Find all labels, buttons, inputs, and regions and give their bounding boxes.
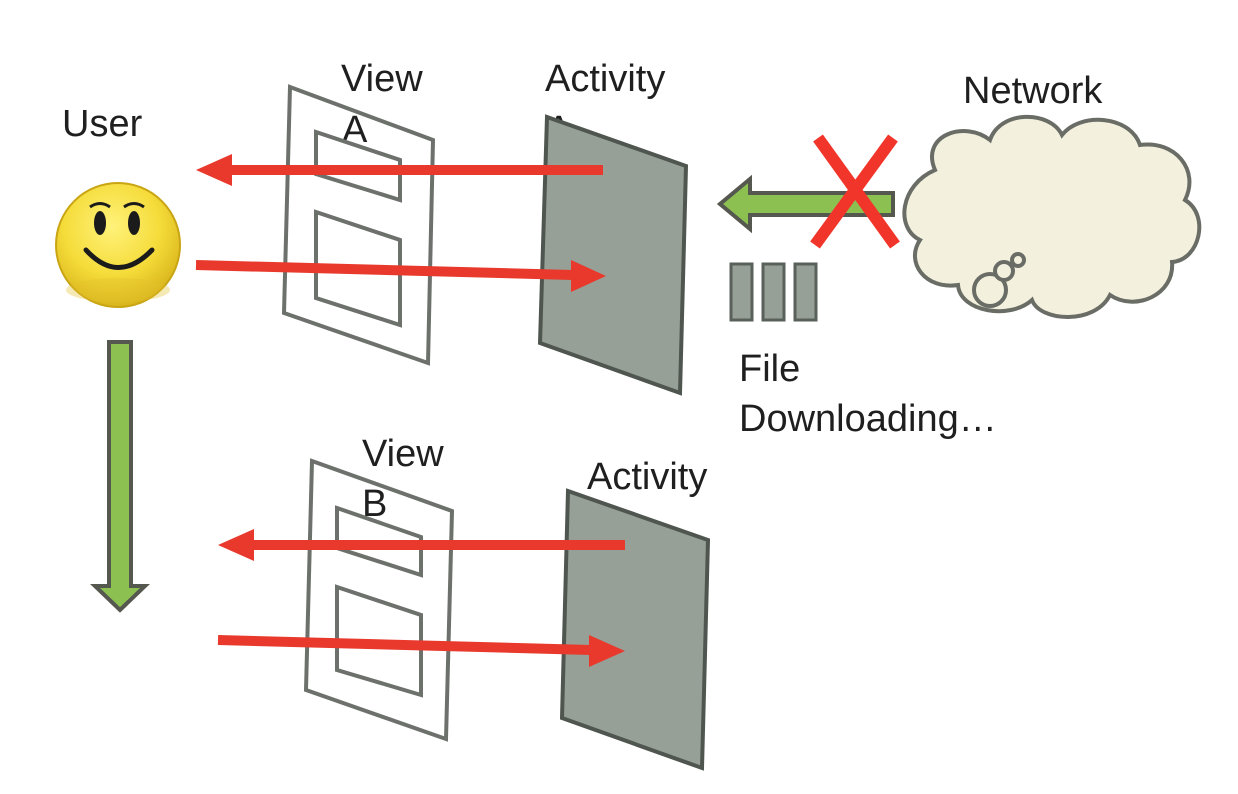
view-b-label-line1: View: [362, 433, 444, 475]
view-a-label-line1: View: [341, 58, 423, 100]
transition-down-arrow: [90, 340, 150, 613]
activity-a-to-user-arrow: [196, 154, 603, 186]
activity-b-panel: [559, 488, 711, 771]
user-to-activity-a-arrow: [195, 260, 606, 292]
view-a-widget-top: [314, 129, 402, 203]
file-label-line2: Downloading…: [739, 398, 997, 440]
red-x-icon: [810, 134, 900, 249]
activity-a-label-line1: Activity: [545, 58, 665, 100]
activity-a-panel: [537, 114, 689, 396]
activity-b-label-line1: Activity: [587, 456, 707, 498]
activity-b-to-user-arrow: [218, 529, 625, 561]
user-label: User: [62, 103, 143, 145]
view-b-widget-top: [335, 505, 423, 578]
network-label: Network: [963, 70, 1103, 112]
smiley-face-icon: [55, 182, 181, 308]
file-label-line1: File: [739, 348, 800, 390]
file-chunks-icon: [729, 262, 818, 322]
user-to-activity-b-arrow: [217, 635, 625, 667]
cloud-icon: [902, 114, 1202, 319]
